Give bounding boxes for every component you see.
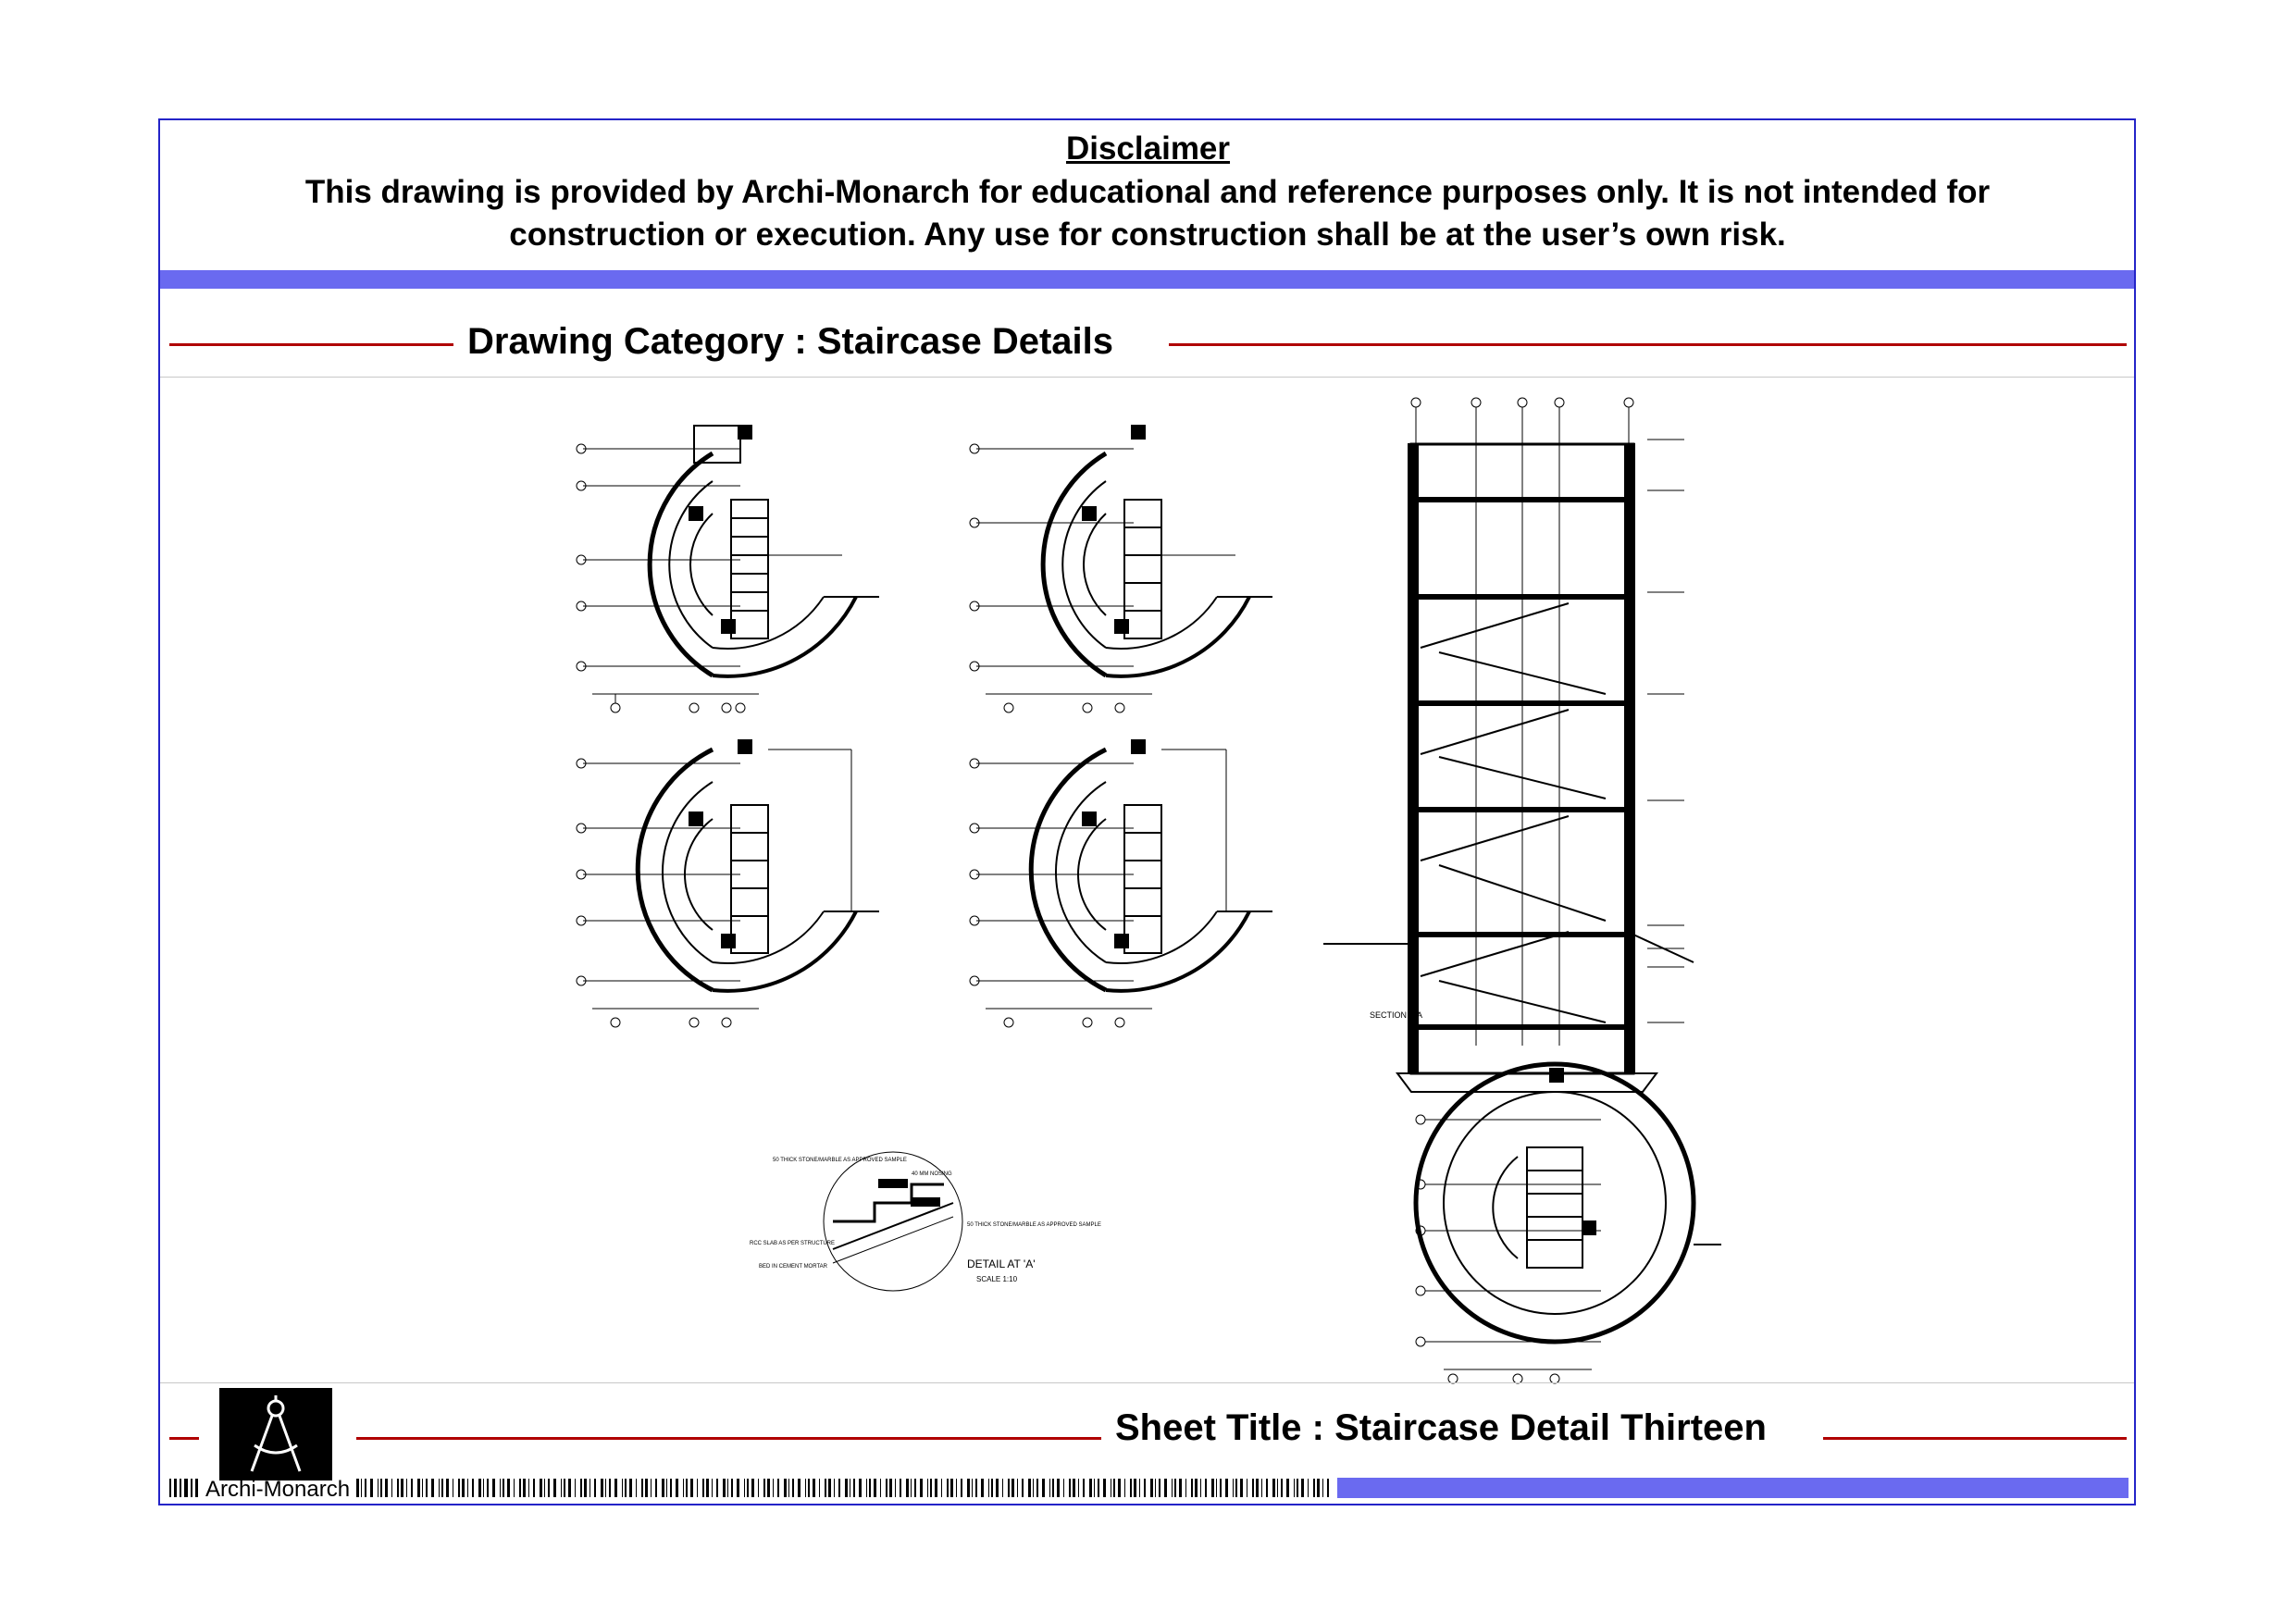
compass-divider-icon xyxy=(219,1388,332,1481)
footer-band xyxy=(1337,1478,2128,1498)
staircase-plan-4 xyxy=(969,739,1272,1028)
staircase-plan-2 xyxy=(969,425,1272,713)
barcode-strip xyxy=(356,1479,1329,1497)
disclaimer-title: Disclaimer xyxy=(1065,130,1231,167)
detail-note-1: 50 THICK STONE/MARBLE AS APPROVED SAMPLE xyxy=(773,1158,907,1163)
disclaimer-text: This drawing is provided by Archi-Monarc… xyxy=(304,174,1991,253)
category-rule-left xyxy=(169,343,453,346)
sheet-frame xyxy=(158,118,2136,1505)
staircase-plan-3 xyxy=(576,739,879,1028)
staircase-plan-1 xyxy=(576,425,879,713)
sheet-title: Sheet Title : Staircase Detail Thirteen xyxy=(1115,1407,1767,1448)
detail-note-3: 50 THICK STONE/MARBLE AS APPROVED SAMPLE xyxy=(967,1222,1101,1228)
staircase-section: SECTION A-A xyxy=(1323,397,1694,1093)
detail-a: DETAIL AT 'A' SCALE 1:10 50 THICK STONE/… xyxy=(750,1151,1101,1292)
section-label: SECTION A-A xyxy=(1370,1010,1422,1020)
category-divider xyxy=(160,377,2134,378)
barcode-left xyxy=(169,1479,198,1497)
detail-scale: SCALE 1:10 xyxy=(976,1275,1018,1283)
detail-note-4: RCC SLAB AS PER STRUCTURE xyxy=(750,1241,835,1246)
sheet-rule-middle xyxy=(356,1437,1101,1440)
category-rule-right xyxy=(1169,343,2127,346)
header-band xyxy=(160,270,2134,289)
sheet-rule-left xyxy=(169,1437,199,1440)
sheet-rule-right xyxy=(1823,1437,2127,1440)
staircase-plan-5 xyxy=(1413,1061,1721,1384)
detail-title: DETAIL AT 'A' xyxy=(967,1258,1036,1270)
footer-divider xyxy=(160,1382,2134,1383)
brand-name: Archi-Monarch xyxy=(205,1477,351,1502)
detail-note-5: BED IN CEMENT MORTAR xyxy=(759,1264,828,1270)
drawing-category-title: Drawing Category : Staircase Details xyxy=(467,321,1114,362)
detail-note-2: 40 MM NOSING xyxy=(912,1171,952,1177)
